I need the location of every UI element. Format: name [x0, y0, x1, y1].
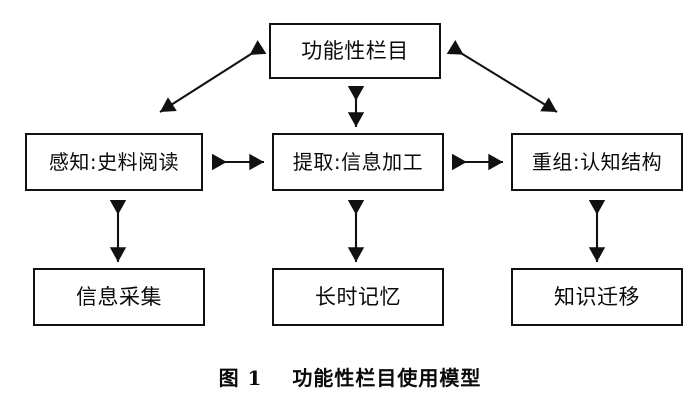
node-label: 长时记忆 [315, 284, 401, 309]
edge-top-to-middle-right [446, 40, 558, 113]
node-label: 重组:认知结构 [531, 150, 663, 174]
node-label: 信息采集 [76, 284, 162, 309]
node-long-term-memory[interactable]: 长时记忆 [272, 268, 444, 326]
figure-caption-title: 功能性栏目使用模型 [292, 366, 482, 390]
node-label: 功能性栏目 [301, 38, 409, 63]
node-information-collection[interactable]: 信息采集 [33, 268, 205, 326]
node-extraction-information-processing[interactable]: 提取:信息加工 [272, 133, 444, 191]
node-reorganization-cognitive-structure[interactable]: 重组:认知结构 [511, 133, 683, 191]
figure-caption: 图 1 功能性栏目使用模型 [0, 362, 700, 391]
node-perception-historical-reading[interactable]: 感知:史料阅读 [25, 133, 203, 191]
edge-top-to-middle-left [159, 40, 267, 113]
node-label: 感知:史料阅读 [48, 150, 180, 174]
figure-caption-number: 图 1 [218, 366, 263, 390]
node-knowledge-transfer[interactable]: 知识迁移 [511, 268, 683, 326]
node-label: 知识迁移 [554, 284, 640, 309]
node-functional-column[interactable]: 功能性栏目 [269, 23, 441, 79]
node-label: 提取:信息加工 [292, 150, 424, 174]
